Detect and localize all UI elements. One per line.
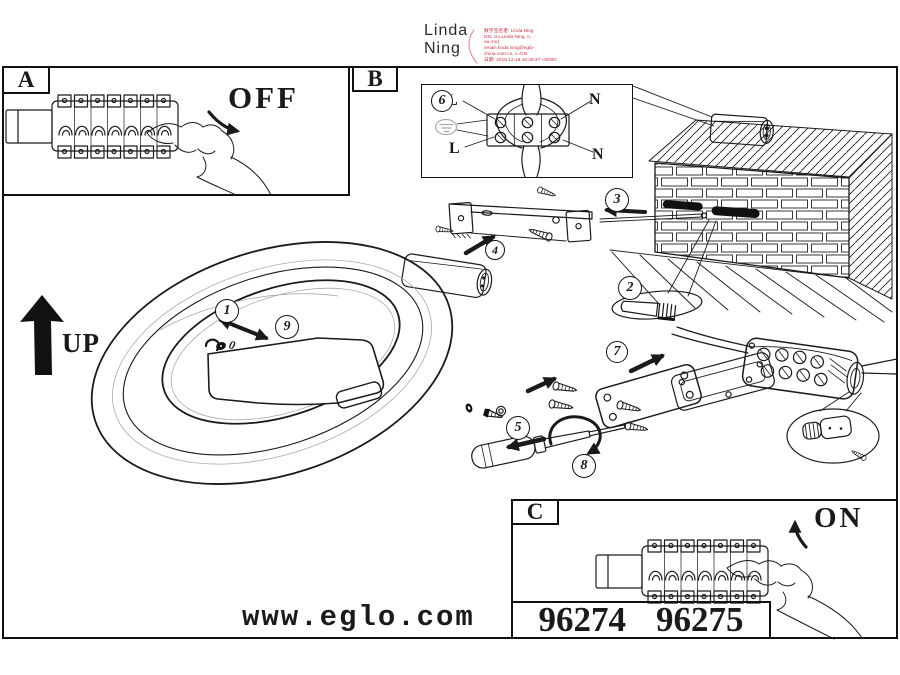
step7-arrow [628,353,665,374]
panel-a [2,66,350,196]
website-text: www.eglo.com [242,601,475,634]
signature-line2: Ning [424,40,461,57]
junction-box-step4 [401,253,493,299]
terminal-box [671,326,898,400]
hand-c [726,560,863,640]
stamp-line: ou=Ind, [484,40,501,46]
stamp-line: DN: cn=Linda Ning, o, [484,34,532,40]
breaker-strip-c [595,539,769,604]
step-8-badge: 8 [572,454,596,478]
wiring-detail-box [421,84,633,178]
terminal-wiring-detail [434,84,594,178]
on-label: ON [814,502,864,534]
up-arrow [20,295,64,375]
on-arrow [788,519,808,549]
strain-relief-detail [786,391,880,464]
panel-a-label-box: A [2,66,50,94]
signature-stamp: 数字签名者: Linda Ning DN: cn=Linda Ning, o, … [484,29,557,63]
step-7-badge: 7 [606,341,628,363]
panel-b-label: B [367,66,383,91]
page-frame [2,66,898,639]
small-parts-step5 [465,403,507,419]
signature-name: Linda Ning [424,22,468,58]
model-number-box: 96274 96275 [511,600,771,639]
panel-c-label: C [526,499,544,524]
breaker-strip-a [5,94,179,159]
panel-a-label: A [17,67,35,92]
step-6-badge: 6 [431,90,453,112]
mount-plate-step7 [547,364,702,434]
step-3-badge: 3 [605,188,629,212]
step-2-badge: 2 [618,276,642,300]
signature-flourish [468,29,478,64]
step-5-badge: 5 [506,416,530,440]
wall-plug-step2 [611,290,703,322]
gasket-frame [670,352,775,411]
panel-c-label-box: C [511,499,559,525]
hand-a [146,122,272,196]
up-label: UP [62,328,100,358]
terminal-l-bottom: L [449,140,460,157]
stamp-line: email=linda.ning@eglo- [484,46,535,52]
ground-symbol [434,118,458,136]
terminal-n-bottom: N [592,146,604,163]
stamp-line: 数字签名者: Linda Ning [484,29,534,34]
step4-arrow [463,234,496,256]
step5-arrow [505,436,547,452]
panel-b-label-box: B [352,66,398,92]
bracket-step4 [435,185,593,243]
step-4-badge: 4 [485,240,505,260]
step-1-badge: 1 [215,299,239,323]
model-number-2: 96275 [656,600,744,639]
off-label: OFF [228,80,299,115]
step8-rotate-arrow [548,415,602,455]
signature-line1: Linda [424,22,469,39]
plate-arrow [525,376,557,394]
off-arrow [207,110,241,136]
step-9-badge: 9 [275,315,299,339]
adjust-arrow-1-9 [217,317,270,341]
stamp-line: china.com.cn, c=CN [484,51,528,57]
screwdriver [471,424,626,469]
lamp-body [90,241,454,485]
model-number-1: 96274 [538,600,627,639]
brick-wall [609,119,893,323]
stamp-line: 日期: 2016.12.16 16:26:37 +08'00' [484,57,557,63]
terminal-n-top: N [589,91,601,108]
unlock-icon [204,338,226,352]
